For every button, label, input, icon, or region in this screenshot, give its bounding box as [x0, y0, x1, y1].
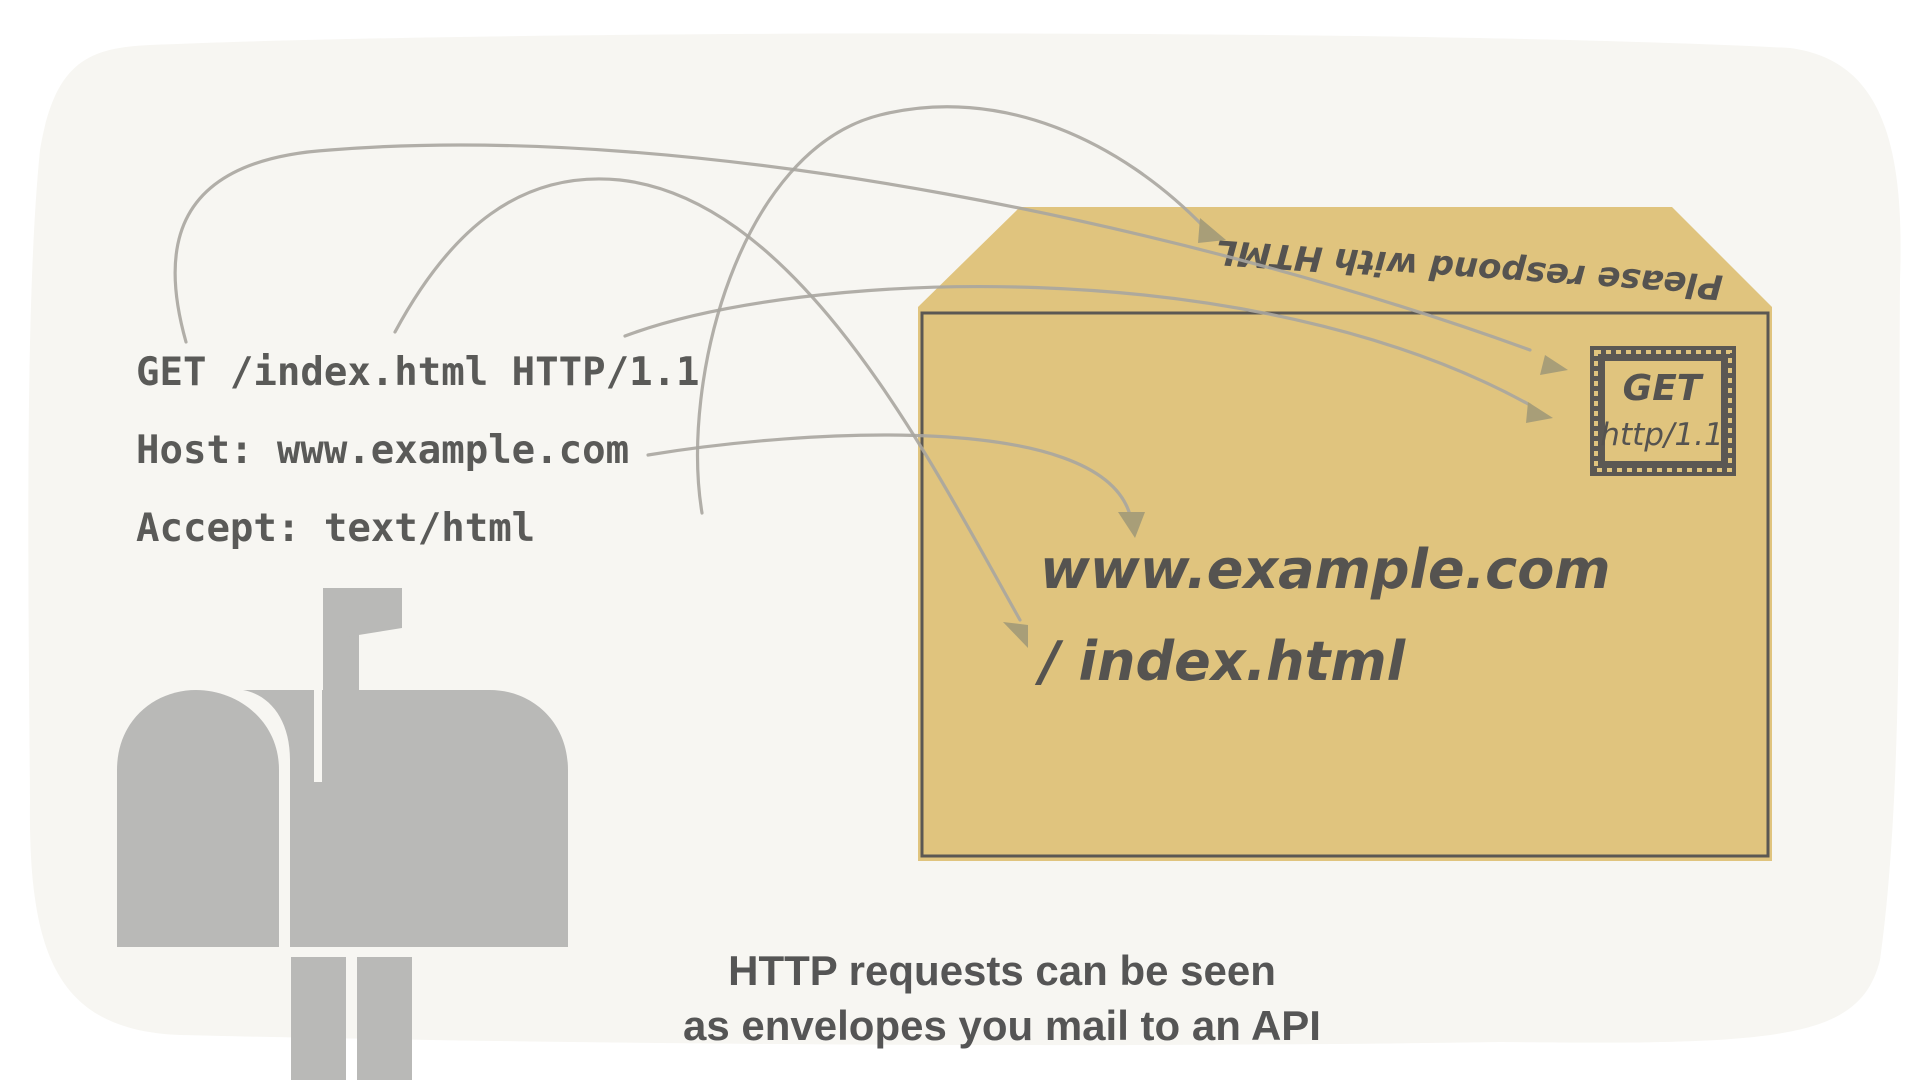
arrow-get-to-stamp [173, 143, 1532, 352]
caption-line-2: as envelopes you mail to an API [683, 1002, 1321, 1049]
mailbox-pole-gap [314, 690, 322, 782]
request-line-host: Host: www.example.com [136, 428, 629, 473]
stamp-method: GET [1623, 368, 1704, 409]
mailbox-flag [340, 588, 402, 638]
caption-line-1: HTTP requests can be seen [728, 947, 1276, 994]
request-line-accept: Accept: text/html [136, 506, 535, 551]
address-path: / index.html [1034, 630, 1407, 693]
stamp-version: http/1.1 [1600, 417, 1723, 453]
arrow-accept-to-note [695, 105, 1207, 515]
arrow-index-to-path [393, 177, 1022, 622]
postage-stamp-icon: GET http/1.1 [1590, 346, 1736, 476]
arrow-head-host [1118, 512, 1145, 538]
mailbox-icon [117, 588, 568, 1080]
mailbox-post-left [291, 957, 346, 1080]
address-host: www.example.com [1040, 538, 1611, 601]
arrow-head-path [1003, 622, 1028, 648]
envelope-border [920, 311, 1770, 858]
arrows [173, 105, 1568, 648]
arrow-head-stamp-bottom [1526, 402, 1553, 423]
request-line-get: GET /index.html HTTP/1.1 [136, 350, 700, 395]
mailbox-post-right [357, 957, 412, 1080]
mailbox-body [243, 690, 568, 947]
arrow-head-stamp-top [1540, 355, 1568, 375]
mailbox-door [117, 690, 279, 947]
arrow-host-to-address [646, 433, 1132, 517]
envelope-icon [918, 207, 1772, 861]
arrow-head-note [1198, 218, 1226, 243]
